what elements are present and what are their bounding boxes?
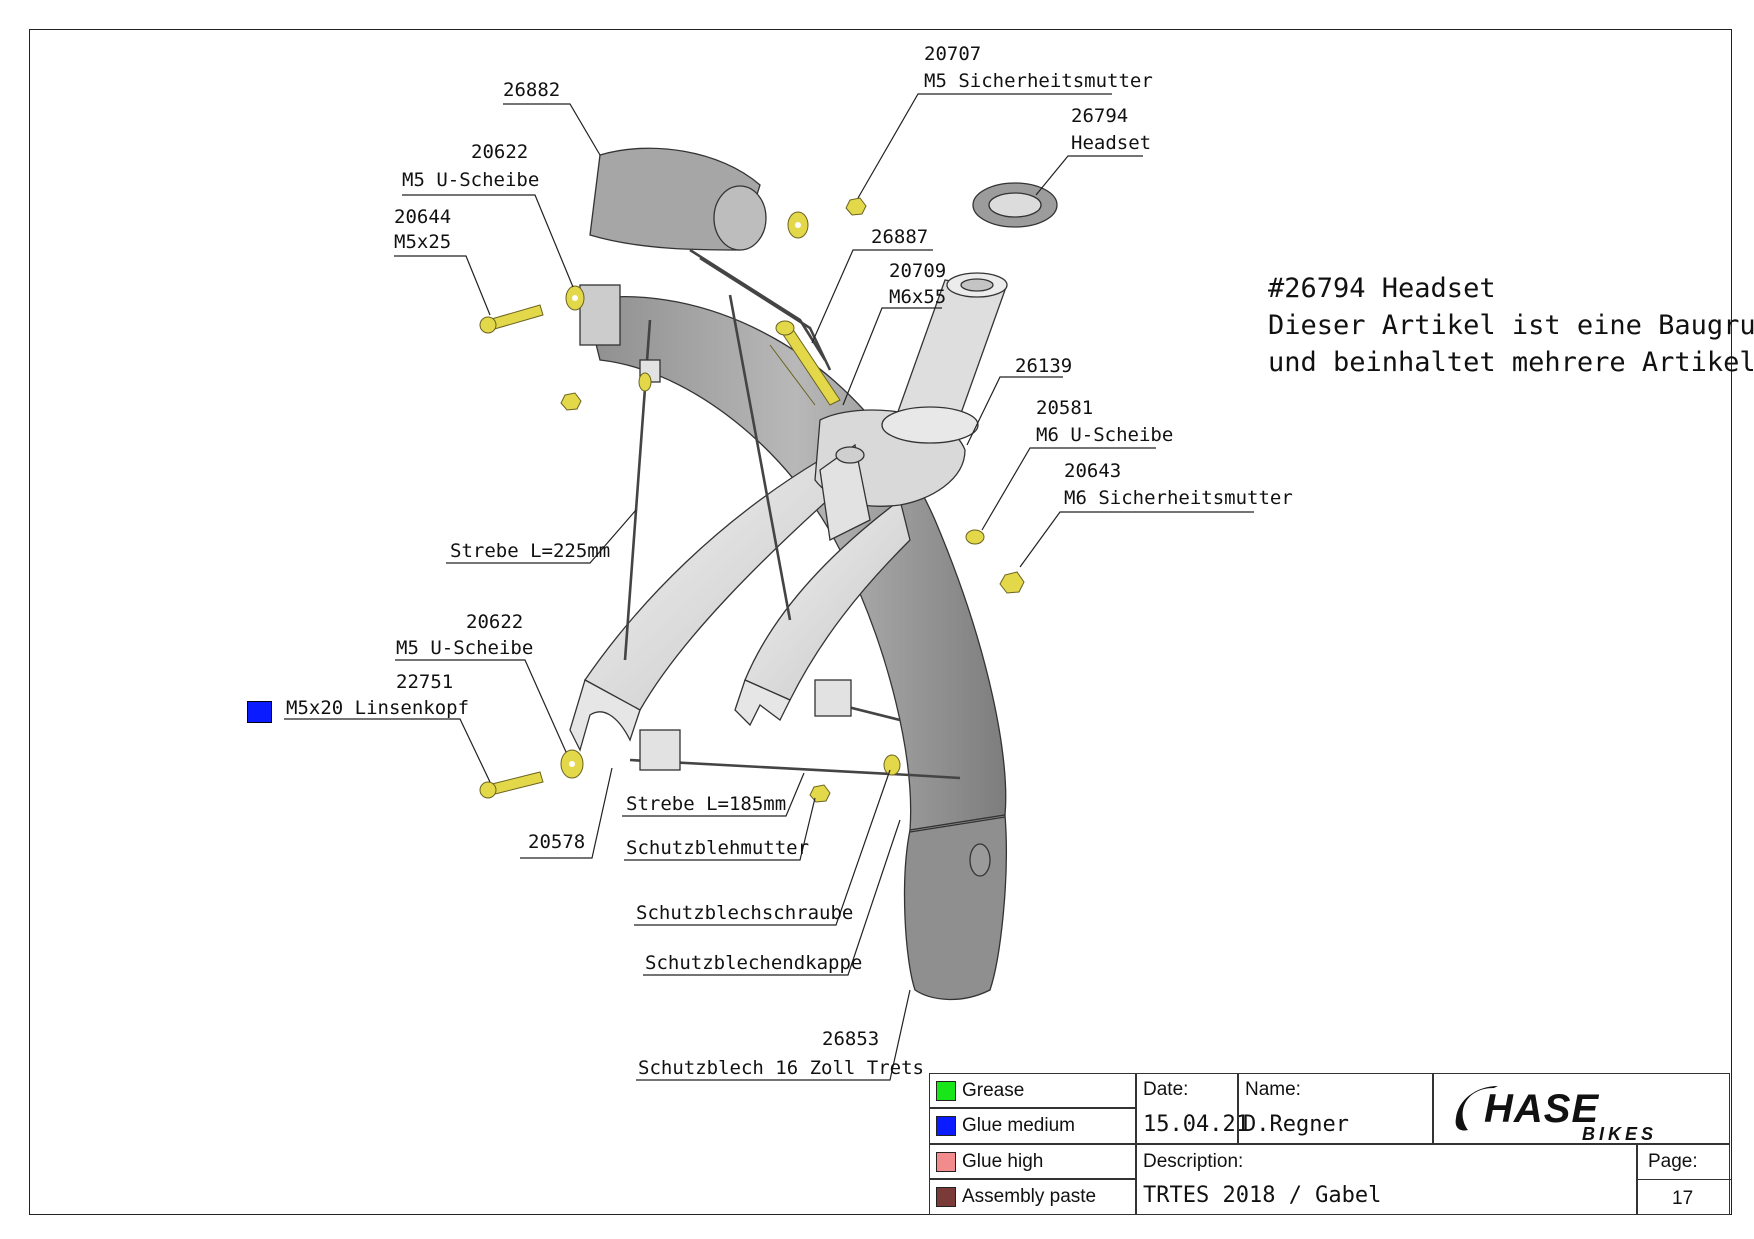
label-20581-name: M6 U-Scheibe: [1036, 424, 1173, 446]
page-label: Page:: [1648, 1151, 1698, 1172]
legend-label-glue-medium: Glue medium: [962, 1115, 1075, 1136]
label-20707-number: 20707: [924, 43, 981, 65]
label-20578: 20578: [528, 831, 585, 853]
label-26853-name: Schutzblech 16 Zoll Trets: [638, 1057, 924, 1079]
legend-row-assembly-paste: Assembly paste: [929, 1179, 1136, 1215]
description-value: TRTES 2018 / Gabel: [1143, 1183, 1382, 1208]
label-22751-number: 22751: [396, 671, 453, 693]
label-20581-number: 20581: [1036, 397, 1093, 419]
label-schutzblechschraube: Schutzblechschraube: [636, 902, 853, 924]
glue-medium-marker: [247, 701, 272, 723]
hase-bikes-logo: HASE BIKES: [1455, 1086, 1657, 1144]
swatch-glue-high: [936, 1152, 956, 1172]
label-26794-name: Headset: [1071, 132, 1151, 154]
logo-main-text: HASE: [1484, 1087, 1599, 1131]
logo-cell: HASE BIKES: [1433, 1073, 1730, 1144]
legend-label-glue-high: Glue high: [962, 1151, 1044, 1172]
drawing-frame: [29, 29, 1732, 1215]
part-labels: 26882 20707 M5 Sicherheitsmutter 26794 H…: [286, 43, 1293, 1079]
label-20709-number: 20709: [889, 260, 946, 282]
label-26794-number: 26794: [1071, 105, 1128, 127]
label-20622-top-number: 20622: [471, 141, 528, 163]
legend-label-grease: Grease: [962, 1080, 1025, 1101]
assembly-note: #26794 Headset Dieser Artikel ist eine B…: [1268, 273, 1754, 378]
legend-row-glue-high: Glue high: [929, 1144, 1136, 1179]
swatch-assembly-paste: [936, 1187, 956, 1207]
label-20643-name: M6 Sicherheitsmutter: [1064, 487, 1293, 509]
title-block: Grease Glue medium Glue high Assembly pa…: [929, 1073, 1731, 1215]
label-20707-name: M5 Sicherheitsmutter: [924, 70, 1153, 92]
label-20644-name: M5x25: [394, 231, 451, 253]
date-label: Date:: [1143, 1079, 1189, 1100]
name-cell: Name: D.Regner: [1238, 1073, 1433, 1144]
description-label: Description:: [1143, 1151, 1244, 1172]
label-strebe-185: Strebe L=185mm: [626, 793, 786, 815]
fasteners: [479, 197, 1025, 803]
bracket-26882: [589, 147, 832, 371]
legend-row-glue-medium: Glue medium: [929, 1108, 1136, 1144]
label-20622-bottom-number: 20622: [466, 611, 523, 633]
page-cell: Page: 17: [1637, 1144, 1731, 1215]
name-value: D.Regner: [1243, 1112, 1349, 1137]
note-line-2: Dieser Artikel ist eine Baugruppe: [1268, 310, 1754, 341]
label-26853-number: 26853: [822, 1028, 879, 1050]
legend-row-grease: Grease: [929, 1073, 1136, 1108]
label-20643-number: 20643: [1064, 460, 1121, 482]
label-26139: 26139: [1015, 355, 1072, 377]
label-20622-bottom-name: M5 U-Scheibe: [396, 637, 533, 659]
label-26882: 26882: [503, 79, 560, 101]
label-strebe-225: Strebe L=225mm: [450, 540, 610, 562]
label-22751-name: M5x20 Linsenkopf: [286, 697, 469, 719]
leader-lines: [284, 93, 1254, 1081]
date-cell: Date: 15.04.21: [1136, 1073, 1249, 1144]
logo-sub-text: BIKES: [1582, 1124, 1657, 1144]
swatch-grease: [936, 1081, 956, 1101]
fender-end-cap: [903, 814, 1007, 1001]
date-value: 15.04.21: [1143, 1112, 1249, 1137]
note-line-3: und beinhaltet mehrere Artikel: [1268, 347, 1754, 378]
name-label: Name:: [1245, 1079, 1301, 1100]
label-20622-top-name: M5 U-Scheibe: [402, 169, 539, 191]
struts: [623, 294, 961, 780]
page-value: 17: [1672, 1188, 1694, 1209]
label-schutzblechendkappe: Schutzblechendkappe: [645, 952, 862, 974]
fork: [569, 182, 1058, 752]
description-cell: Description: TRTES 2018 / Gabel: [1136, 1144, 1637, 1215]
label-20709-name: M6x55: [889, 286, 946, 308]
fender: [584, 296, 1007, 1001]
swatch-glue-medium: [936, 1116, 956, 1136]
note-line-1: #26794 Headset: [1268, 273, 1496, 304]
label-20644-number: 20644: [394, 206, 451, 228]
label-26887: 26887: [871, 226, 928, 248]
label-schutzblehmutter: Schutzblehmutter: [626, 837, 809, 859]
legend-label-assembly-paste: Assembly paste: [962, 1186, 1097, 1207]
